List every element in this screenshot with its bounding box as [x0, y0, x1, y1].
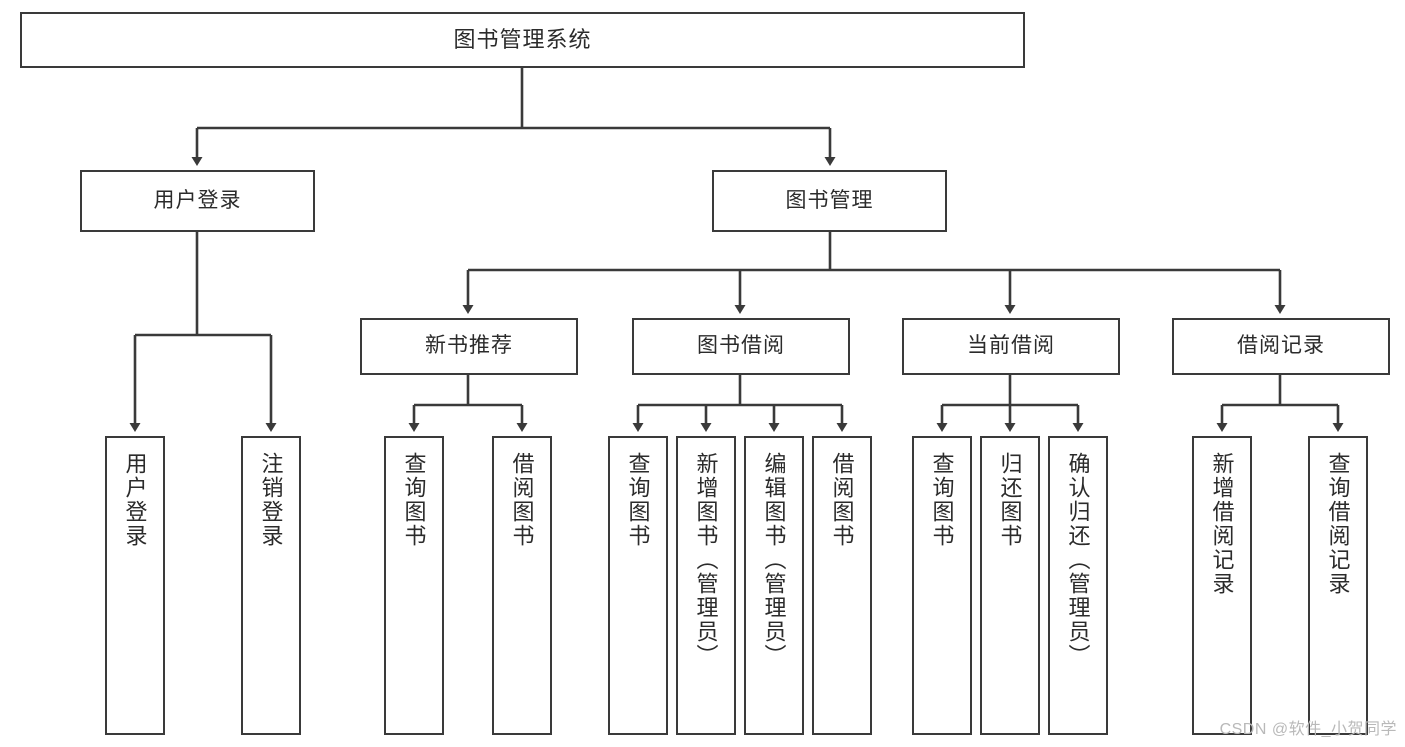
csdn-watermark: CSDN @软件_小贺同学: [1219, 721, 1397, 738]
leaf-user-login-label: 用户登录: [122, 452, 148, 548]
node-book-borrow-label: 图书借阅: [697, 334, 785, 358]
node-user-login-label: 用户登录: [153, 188, 242, 212]
leaf-return-book[interactable]: 归还图书: [980, 436, 1040, 735]
node-current-borrow[interactable]: 当前借阅: [902, 318, 1120, 375]
leaf-edit-book[interactable]: 编辑图书（管理员）: [744, 436, 804, 735]
leaf-query-book-1-label: 查询图书: [401, 452, 427, 548]
leaf-add-book[interactable]: 新增图书（管理员）: [676, 436, 736, 735]
node-borrow-record-label: 借阅记录: [1237, 334, 1325, 358]
leaf-query-record[interactable]: 查询借阅记录: [1308, 436, 1368, 735]
node-current-borrow-label: 当前借阅: [967, 334, 1055, 358]
node-new-book-recommend-label: 新书推荐: [425, 334, 513, 358]
leaf-confirm-return-label: 确认归还（管理员）: [1065, 452, 1091, 668]
leaf-query-book-1[interactable]: 查询图书: [384, 436, 444, 735]
node-root[interactable]: 图书管理系统: [20, 12, 1025, 68]
leaf-user-login[interactable]: 用户登录: [105, 436, 165, 735]
leaf-borrow-book-1[interactable]: 借阅图书: [492, 436, 552, 735]
node-book-management[interactable]: 图书管理: [712, 170, 947, 232]
leaf-user-logout[interactable]: 注销登录: [241, 436, 301, 735]
leaf-user-logout-label: 注销登录: [258, 452, 284, 548]
node-borrow-record[interactable]: 借阅记录: [1172, 318, 1390, 375]
leaf-query-book-3[interactable]: 查询图书: [912, 436, 972, 735]
leaf-confirm-return[interactable]: 确认归还（管理员）: [1048, 436, 1108, 735]
node-book-management-label: 图书管理: [785, 188, 874, 212]
leaf-edit-book-label: 编辑图书（管理员）: [761, 452, 787, 668]
node-new-book-recommend[interactable]: 新书推荐: [360, 318, 578, 375]
leaf-add-record[interactable]: 新增借阅记录: [1192, 436, 1252, 735]
node-user-login[interactable]: 用户登录: [80, 170, 315, 232]
leaf-query-book-3-label: 查询图书: [929, 452, 955, 548]
node-book-borrow[interactable]: 图书借阅: [632, 318, 850, 375]
leaf-add-book-label: 新增图书（管理员）: [693, 452, 719, 668]
leaf-query-record-label: 查询借阅记录: [1325, 452, 1351, 596]
leaf-add-record-label: 新增借阅记录: [1209, 452, 1235, 596]
leaf-borrow-book-1-label: 借阅图书: [509, 452, 535, 548]
leaf-return-book-label: 归还图书: [997, 452, 1023, 548]
leaf-borrow-book-2[interactable]: 借阅图书: [812, 436, 872, 735]
node-root-label: 图书管理系统: [453, 27, 592, 53]
leaf-borrow-book-2-label: 借阅图书: [829, 452, 855, 548]
leaf-query-book-2[interactable]: 查询图书: [608, 436, 668, 735]
leaf-query-book-2-label: 查询图书: [625, 452, 651, 548]
